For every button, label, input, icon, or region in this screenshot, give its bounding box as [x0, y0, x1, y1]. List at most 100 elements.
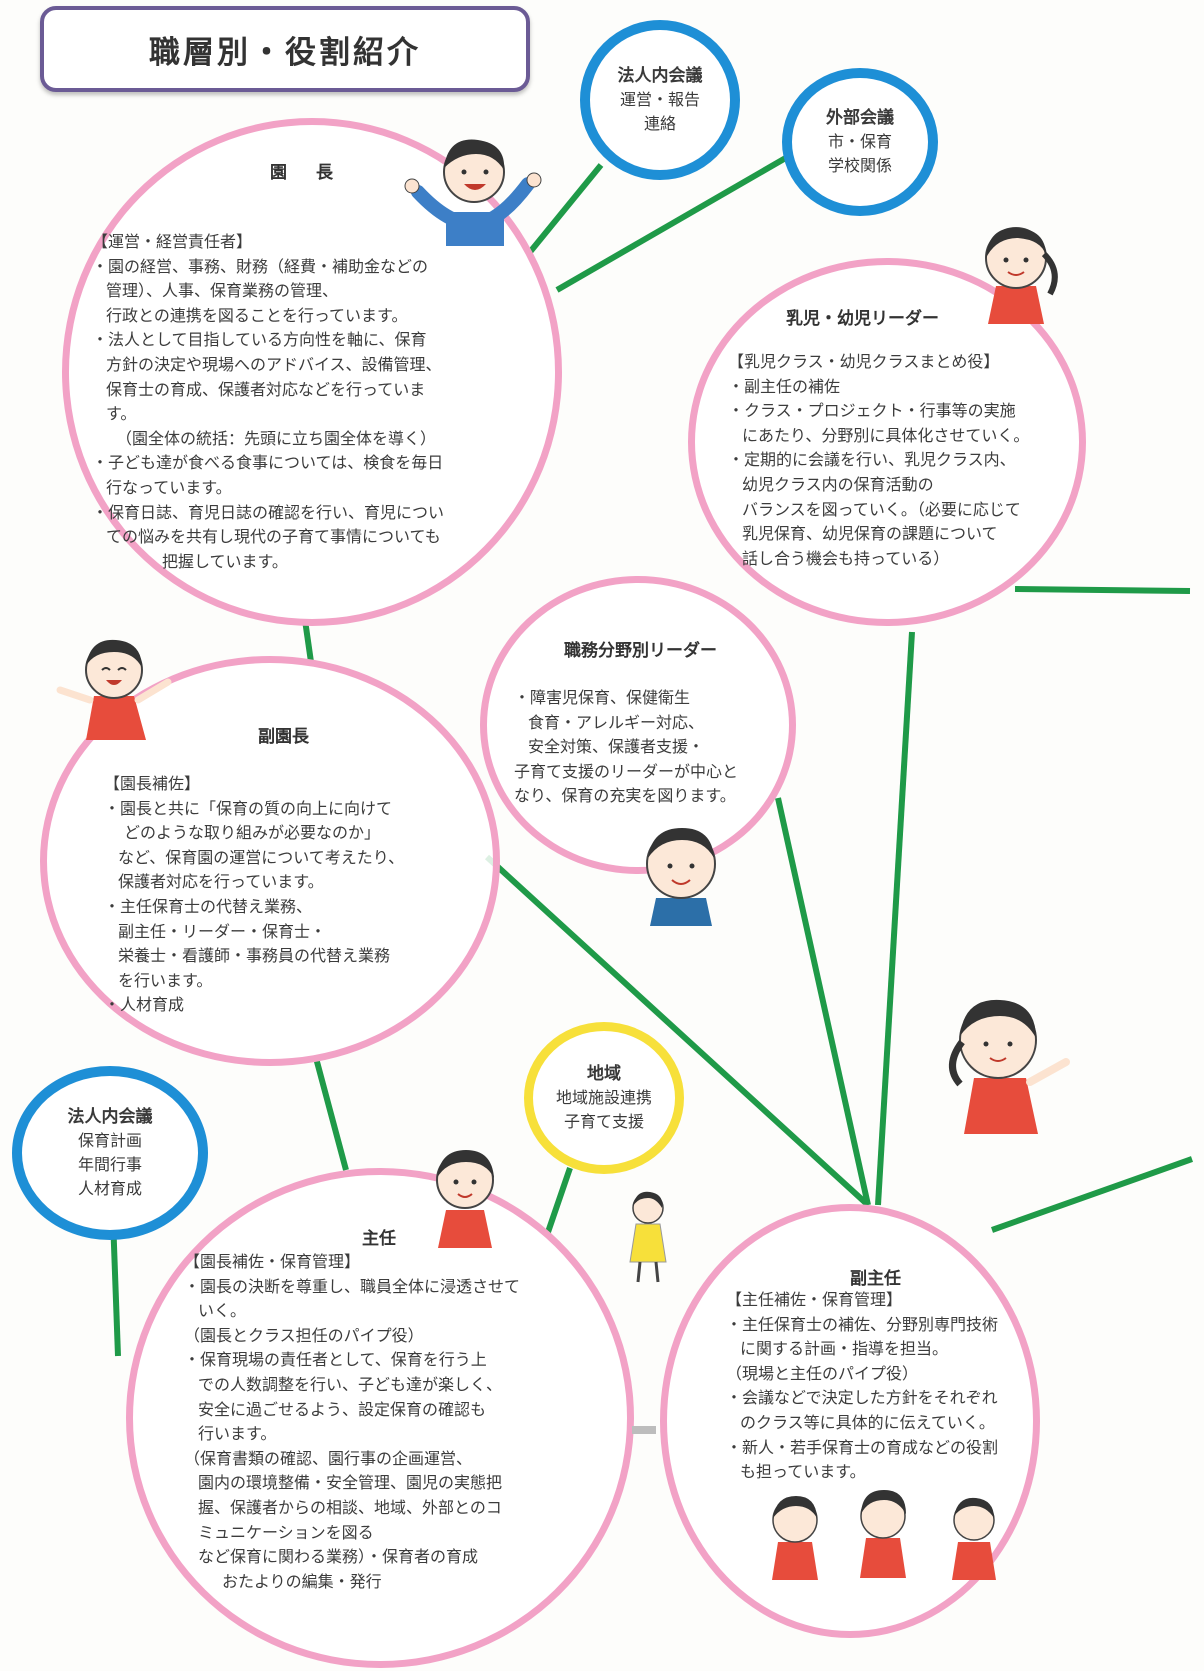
connector-vice-principal-hub	[484, 854, 871, 1208]
desc-line: ・人材育成	[104, 995, 185, 1015]
desc-line: も担っています。	[740, 1462, 866, 1482]
desc-line: ・園長と共に「保育の質の向上に向けて	[104, 798, 393, 818]
meeting-title: 法人内会議	[67, 1107, 153, 1127]
vice-principal-title: 副園長	[258, 727, 309, 747]
desc-line: ・副主任の補佐	[728, 376, 841, 396]
desc-line: おたよりの編集・発行	[222, 1571, 382, 1591]
community-line: 子育て支援	[563, 1112, 644, 1131]
desc-line: のクラス等に具体的に伝えていく。	[740, 1412, 995, 1432]
principal-figure-illustration	[404, 139, 542, 246]
desc-line: 把握しています。	[162, 551, 288, 571]
desc-line: ・新人・若手保育士の育成などの役割	[726, 1437, 999, 1457]
desc-line: どのような取り組みが必要なのか」	[124, 823, 381, 843]
connector-duty-leader-hub	[775, 797, 871, 1206]
connector-principal-vice-principal	[302, 619, 314, 663]
meeting-line: 学校関係	[827, 156, 892, 175]
desc-line: ・会議などで決定した方針をそれぞれ	[726, 1388, 998, 1408]
desc-line: 栄養士・看護師・事務員の代替え業務	[118, 946, 391, 966]
community-title: 地域	[587, 1064, 621, 1084]
infant-leader-description: 【乳児クラス・幼児クラスまとめ役】 ・副主任の補佐 ・クラス・プロジェクト・行事…	[728, 350, 1029, 571]
meeting-line: 連絡	[643, 114, 676, 133]
meeting-line: 保育計画	[77, 1131, 142, 1150]
desc-line: での人数調整を行い、子ども達が楽しく、	[198, 1374, 503, 1394]
desc-line: 【乳児クラス・幼児クラスまとめ役】	[728, 352, 1000, 371]
desc-line: ・子ども達が食べる食事については、検食を毎日	[92, 453, 444, 473]
desc-line: など、保育園の運営について考えたり、	[118, 847, 405, 867]
principal-title: 園 長	[270, 163, 339, 183]
desc-line: 安全に過ごせるよう、設定保育の確認も	[198, 1399, 487, 1419]
desc-line: 行政との連携を図ることを行っています。	[106, 305, 408, 325]
desc-line: 園内の環境整備・安全管理、園児の実態把	[198, 1473, 503, 1493]
meeting-title: 法人内会議	[617, 66, 703, 86]
desc-line: ・法人として目指している方向性を軸に、保育	[92, 330, 427, 350]
desc-line: ・保育日誌、育児日誌の確認を行い、育児につい	[92, 502, 445, 522]
desc-line: ての悩みを共有し現代の子育て事情についても	[106, 527, 441, 547]
vice-chief-title: 副主任	[850, 1269, 901, 1289]
desc-line: 【運営・経営責任者】	[92, 232, 253, 251]
desc-line: 【園長補佐・保育管理】	[184, 1252, 361, 1271]
meeting-line: 人材育成	[77, 1179, 142, 1198]
desc-line: 管理）、人事、保育業務の管理、	[106, 281, 339, 301]
desc-line: （園全体の統括：先頭に立ち園全体を導く）	[116, 428, 437, 448]
connector-left-meeting-chief	[110, 1217, 121, 1357]
right-figure-illustration	[949, 999, 1070, 1134]
desc-line: など保育に関わる業務）・保育者の育成	[198, 1547, 479, 1567]
desc-line: ・主任保育士の代替え業務、	[104, 896, 313, 916]
desc-line: す。	[106, 404, 137, 424]
vice-principal-figure-illustration	[56, 639, 172, 740]
child-figure-illustration	[629, 1191, 667, 1283]
connector-community-chief	[544, 1167, 573, 1236]
desc-line: 食育・アレルギー対応、	[528, 712, 705, 732]
desc-line: 行います。	[198, 1424, 277, 1444]
infant-leader-title: 乳児・幼児リーダー	[786, 309, 939, 329]
desc-line: 乳児保育、幼児保育の課題について	[742, 524, 998, 544]
desc-line: ・園の経営、事務、財務（経費・補助金などの	[92, 256, 429, 276]
desc-line: バランスを図っていく。（必要に応じて	[742, 499, 1021, 519]
desc-line: （園長とクラス担任のパイプ役）	[184, 1325, 424, 1345]
meeting-line: 運営・報告	[619, 90, 700, 109]
desc-line: ・保育現場の責任者として、保育を行う上	[184, 1350, 487, 1370]
desc-line: を行います。	[118, 970, 213, 990]
desc-line: いく。	[198, 1301, 247, 1321]
meeting-title: 外部会議	[826, 108, 894, 128]
desc-line: ・主任保育士の補佐、分野別専門技術	[726, 1314, 999, 1334]
vice-chief-description: 【主任補佐・保育管理】 ・主任保育士の補佐、分野別専門技術 に関する計画・指導を…	[726, 1288, 998, 1485]
principal-description: 【運営・経営責任者】 ・園の経営、事務、財務（経費・補助金などの 管理）、人事、…	[92, 230, 444, 574]
page-title: 職層別・役割紹介	[40, 6, 530, 92]
desc-line: なり、保育の充実を図ります。	[514, 786, 736, 806]
connector-vice-chief-edge	[990, 1156, 1194, 1233]
desc-line: （保育書類の確認、園行事の企画運営、	[184, 1448, 473, 1468]
desc-line: （現場と主任のパイプ役）	[726, 1363, 919, 1383]
desc-line: ・定期的に会議を行い、乳児クラス内、	[728, 450, 1016, 470]
chief-figure-illustration	[436, 1150, 494, 1248]
desc-line: 握、保護者からの相談、地域、外部とのコ	[198, 1497, 502, 1517]
vice-principal-description: 【園長補佐】 ・園長と共に「保育の質の向上に向けて どのような取り組みが必要なの…	[104, 772, 404, 1018]
desc-line: ・クラス・プロジェクト・行事等の実施	[728, 401, 1016, 421]
desc-line: 保育士の育成、保護者対応などを行っていま	[106, 379, 426, 399]
internal-meeting-top-circle: 法人内会議 運営・報告 連絡	[580, 20, 740, 180]
desc-line: 安全対策、保護者支援・	[528, 737, 705, 757]
divider-mark	[632, 1426, 656, 1434]
principal-circle	[62, 118, 562, 626]
desc-line: にあたり、分野別に具体化させていく。	[742, 425, 1030, 445]
connector-principal-external-meeting	[555, 149, 798, 293]
chief-circle	[126, 1168, 634, 1668]
internal-meeting-left-circle: 法人内会議 保育計画 年間行事 人材育成	[12, 1066, 208, 1240]
duty-leader-figure-illustration	[646, 828, 716, 926]
community-line: 地域施設連携	[555, 1088, 652, 1107]
desc-line: 【主任補佐・保育管理】	[726, 1290, 903, 1309]
connector-vice-principal-chief	[313, 1057, 349, 1171]
desc-line: 方針の決定や現場へのアドバイス、設備管理、	[106, 354, 442, 374]
connector-infant-leader-hub	[875, 631, 915, 1206]
desc-line: 幼児クラス内の保育活動の	[742, 474, 934, 494]
desc-line: 話し合う機会も持っている）	[742, 548, 950, 568]
desc-line: 行なっています。	[106, 477, 232, 497]
connector-principal-internal-meeting	[527, 163, 604, 254]
meeting-line: 市・保育	[827, 132, 892, 151]
desc-line: 【園長補佐】	[104, 774, 201, 793]
desc-line: 保護者対応を行っています。	[118, 872, 324, 892]
community-circle: 地域 地域施設連携 子育て支援	[524, 1022, 684, 1174]
external-meeting-circle: 外部会議 市・保育 学校関係	[782, 68, 938, 216]
infant-leader-figure-illustration	[985, 227, 1058, 324]
